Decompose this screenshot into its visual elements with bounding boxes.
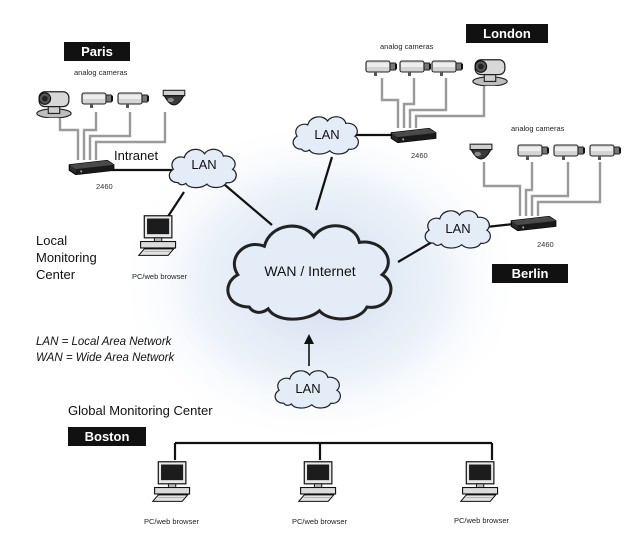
camera-icon [517, 144, 550, 160]
camera-icon [81, 92, 114, 108]
boston-pc-label-right: PC/web browser [454, 516, 510, 525]
computer-icon [460, 461, 499, 502]
site-label-paris: Paris [64, 42, 130, 61]
boston-uplink [304, 334, 314, 366]
berlin-cameras-label: analog cameras [511, 124, 565, 133]
link-london-lan-wan [314, 156, 334, 211]
boston-pc-label-mid: PC/web browser [292, 517, 348, 526]
boston-lan-label: LAN [295, 381, 321, 396]
global-monitoring-label: Global Monitoring Center [68, 403, 213, 418]
site-label-berlin: Berlin [492, 264, 568, 283]
link-paris-lan-wan [224, 184, 273, 226]
london-server-model: 2460 [411, 151, 428, 160]
site-label-london: London [466, 24, 548, 43]
berlin-lan-label: LAN [445, 221, 471, 236]
camera-icon [553, 144, 586, 160]
legend-lan: LAN = Local Area Network [36, 336, 172, 348]
camera-icon [399, 60, 432, 76]
computer-icon [138, 215, 177, 256]
london-lan-label: LAN [314, 127, 340, 142]
wan-internet-label: WAN / Internet [264, 263, 356, 279]
site-label-boston: Boston [68, 427, 146, 446]
berlin-server-model: 2460 [537, 240, 554, 249]
computer-icon [298, 461, 337, 502]
ptz-camera-icon [36, 91, 72, 118]
legend-wan: WAN = Wide Area Network [36, 352, 175, 364]
computer-icon [152, 461, 191, 502]
camera-cables [58, 78, 602, 216]
video-server-icon [510, 215, 557, 232]
intranet-label: Intranet [114, 148, 159, 163]
local-monitoring-line-3: Center [36, 267, 76, 282]
local-monitoring-line-1: Local [36, 233, 68, 248]
camera-icon [431, 60, 464, 76]
dome-camera-icon [162, 89, 186, 106]
camera-icon [365, 60, 398, 76]
paris-server-model: 2460 [96, 182, 113, 191]
paris-cameras-label: analog cameras [74, 68, 128, 77]
boston-pc-label-left: PC/web browser [144, 517, 200, 526]
link-berlin-lan-wan [397, 241, 433, 263]
dome-camera-icon [469, 143, 493, 160]
london-cameras-label: analog cameras [380, 42, 434, 51]
video-server-icon [68, 159, 115, 176]
camera-icon [589, 144, 622, 160]
local-monitoring-line-2: Monitoring [36, 250, 97, 265]
paris-lan-label: LAN [191, 157, 217, 172]
link-berlin-lan-server [485, 222, 515, 229]
camera-icon [117, 92, 150, 108]
paris-pc-label: PC/web browser [132, 272, 188, 281]
ptz-camera-icon [472, 59, 508, 86]
